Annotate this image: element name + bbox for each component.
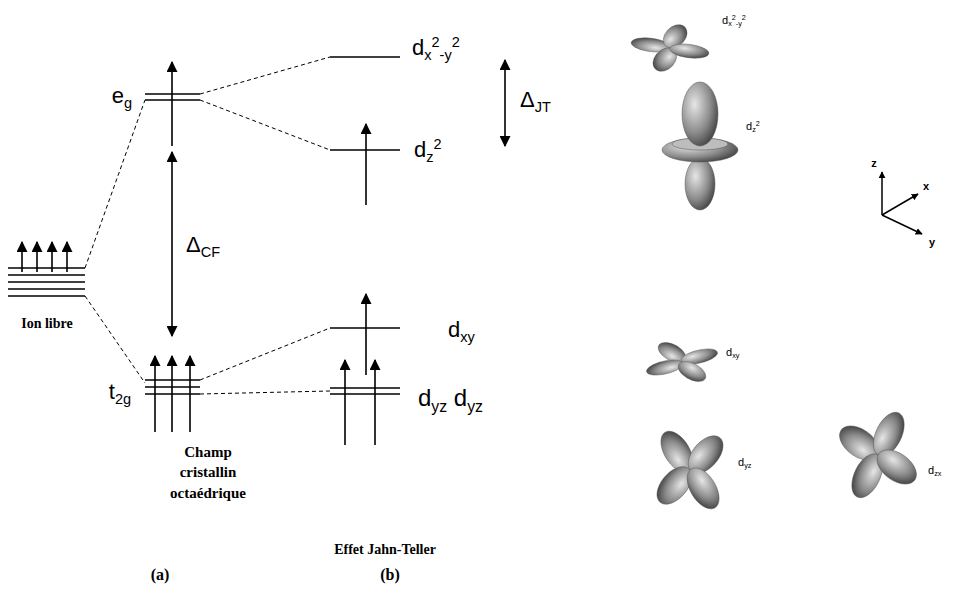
text-run: Δ: [520, 87, 535, 112]
text-run: JT: [535, 99, 551, 115]
text-run: d: [447, 384, 467, 411]
text-run: xy: [460, 329, 475, 345]
text-run: d: [722, 14, 728, 26]
caption: Effet Jahn-Teller: [334, 542, 436, 558]
level-label: dxy: [448, 317, 475, 342]
axes: [882, 172, 922, 234]
orbital-label: dxy: [726, 346, 739, 359]
text-run: 2: [756, 119, 760, 128]
panel-label: (a): [151, 566, 170, 584]
level-label: eg: [112, 83, 132, 108]
level-label: dz2: [414, 137, 442, 162]
text-run: 2g: [115, 391, 131, 407]
text-run: Δ: [186, 232, 201, 257]
text-run: d: [738, 456, 744, 468]
gap-label: ΔCF: [186, 232, 220, 257]
text-run: yz: [431, 398, 447, 415]
text-run: g: [124, 95, 132, 111]
axis-label: x: [923, 180, 929, 193]
text-run: -y: [440, 47, 452, 63]
text-run: 2: [432, 34, 440, 50]
orbital-label: dzx: [928, 464, 941, 477]
orbital-label: dyz: [738, 456, 751, 469]
text-run: z: [426, 149, 433, 165]
text-run: xy: [732, 351, 739, 360]
panel-label: (b): [380, 566, 400, 584]
caption: Champ cristallin octaédrique: [158, 442, 258, 503]
orbital-label: dx2-y2: [722, 14, 746, 27]
text-run: 2: [452, 34, 460, 50]
text-run: yz: [744, 461, 751, 470]
text-run: d: [414, 137, 426, 162]
text-run: zx: [934, 469, 941, 478]
caption: Ion libre: [21, 316, 72, 332]
text-run: e: [112, 83, 124, 108]
level-label: dyz dyz: [418, 384, 483, 412]
gap-label: ΔJT: [520, 87, 551, 112]
text-run: x: [424, 47, 431, 63]
axis-label: y: [929, 236, 935, 249]
text-run: d: [726, 346, 732, 358]
text-run: d: [448, 317, 460, 342]
text-run: d: [928, 464, 934, 476]
levels: [8, 57, 505, 445]
text-run: yz: [467, 398, 483, 415]
text-run: 2: [742, 13, 746, 22]
text-run: 2: [732, 13, 736, 22]
dashed-correlation: [85, 57, 330, 394]
level-label: dx2-y2: [412, 35, 460, 60]
level-label: t2g: [109, 379, 131, 404]
text-run: -y: [736, 19, 742, 28]
orbital-shapes: [629, 23, 922, 516]
text-run: d: [746, 120, 752, 132]
text-run: x: [728, 19, 732, 28]
orbital-label: dz2: [746, 120, 760, 133]
text-run: d: [412, 35, 424, 60]
text-run: d: [418, 384, 431, 411]
text-run: z: [752, 125, 756, 134]
text-run: 2: [434, 136, 442, 152]
axis-label: z: [871, 157, 877, 170]
text-run: t: [109, 379, 115, 404]
text-run: CF: [201, 244, 220, 260]
